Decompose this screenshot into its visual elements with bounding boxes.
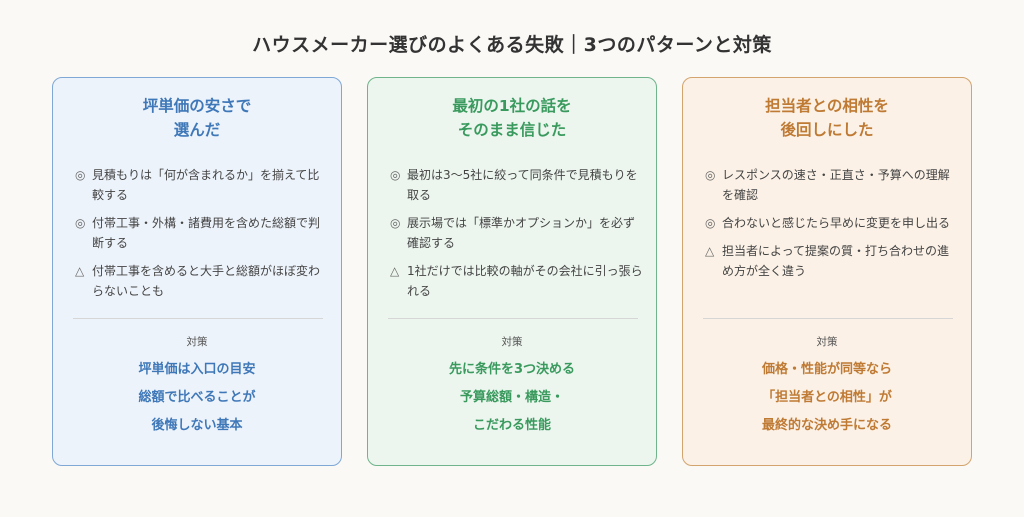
page-title: ハウスメーカー選びのよくある失敗｜3つのパターンと対策 bbox=[252, 34, 772, 56]
double-circle-icon: ◎ bbox=[75, 216, 86, 230]
divider bbox=[388, 318, 638, 319]
list-item: ◎ 展示場では「標準かオプションか」を必ず確認する bbox=[390, 213, 644, 253]
triangle-icon: △ bbox=[75, 264, 85, 278]
card-title: 担当者との相性を 後回しにした bbox=[683, 94, 971, 142]
card-title-line: 最初の1社の話を bbox=[452, 97, 572, 115]
list-item-text: 最初は3〜5社に絞って同条件で見積もりを取る bbox=[407, 168, 638, 202]
card-title: 坪単価の安さで 選んだ bbox=[53, 94, 341, 142]
list-item: △ 1社だけでは比較の軸がその会社に引っ張られる bbox=[390, 261, 644, 301]
measure-line: 「担当者との相性」が bbox=[762, 390, 892, 405]
card-title-line: 後回しにした bbox=[780, 121, 874, 139]
list-item: ◎ レスポンスの速さ・正直さ・予算への理解を確認 bbox=[705, 165, 959, 205]
list-item: ◎ 見積もりは「何が含まれるか」を揃えて比較する bbox=[75, 165, 329, 205]
list-item: ◎ 合わないと感じたら早めに変更を申し出る bbox=[705, 213, 959, 233]
divider bbox=[703, 318, 953, 319]
list-item: △ 担当者によって提案の質・打ち合わせの進め方が全く違う bbox=[705, 241, 959, 281]
card-title-line: 担当者との相性を bbox=[765, 97, 889, 115]
double-circle-icon: ◎ bbox=[390, 168, 401, 182]
list-item-text: 1社だけでは比較の軸がその会社に引っ張られる bbox=[407, 264, 643, 298]
double-circle-icon: ◎ bbox=[705, 168, 716, 182]
measure-text: 価格・性能が同等なら 「担当者との相性」が 最終的な決め手になる bbox=[683, 356, 971, 440]
measure-label: 対策 bbox=[501, 336, 523, 348]
list-item-text: レスポンスの速さ・正直さ・予算への理解を確認 bbox=[722, 168, 950, 202]
card-title-line: 坪単価の安さで bbox=[142, 97, 252, 115]
list-item-text: 付帯工事・外構・諸費用を含めた総額で判断する bbox=[92, 216, 321, 250]
measure-line: 総額で比べることが bbox=[138, 390, 256, 405]
card-title: 最初の1社の話を そのまま信じた bbox=[368, 94, 656, 142]
failure-card-first-company: 最初の1社の話を そのまま信じた ◎ 最初は3〜5社に絞って同条件で見積もりを取る… bbox=[367, 77, 657, 466]
divider bbox=[73, 318, 323, 319]
measure-line: 先に条件を3つ決める bbox=[448, 362, 576, 377]
measure-label: 対策 bbox=[816, 336, 838, 348]
failure-card-rapport: 担当者との相性を 後回しにした ◎ レスポンスの速さ・正直さ・予算への理解を確認 … bbox=[682, 77, 972, 466]
point-list: ◎ 見積もりは「何が含まれるか」を揃えて比較する ◎ 付帯工事・外構・諸費用を含めた… bbox=[75, 165, 329, 309]
list-item-text: 見積もりは「何が含まれるか」を揃えて比較する bbox=[92, 168, 320, 202]
triangle-icon: △ bbox=[705, 244, 715, 258]
measure-text: 先に条件を3つ決める 予算総額・構造・ こだわる性能 bbox=[368, 356, 656, 440]
measure-line: 価格・性能が同等なら bbox=[761, 362, 892, 377]
double-circle-icon: ◎ bbox=[390, 216, 401, 230]
list-item-text: 展示場では「標準かオプションか」を必ず確認する bbox=[407, 216, 636, 250]
measure-line: 後悔しない基本 bbox=[151, 418, 243, 433]
list-item-text: 担当者によって提案の質・打ち合わせの進め方が全く違う bbox=[722, 244, 950, 278]
measure-line: こだわる性能 bbox=[472, 418, 551, 433]
measure-line: 坪単価は入口の目安 bbox=[138, 362, 256, 377]
measure-line: 最終的な決め手になる bbox=[761, 418, 892, 433]
list-item: ◎ 最初は3〜5社に絞って同条件で見積もりを取る bbox=[390, 165, 644, 205]
list-item: ◎ 付帯工事・外構・諸費用を含めた総額で判断する bbox=[75, 213, 329, 253]
point-list: ◎ 最初は3〜5社に絞って同条件で見積もりを取る ◎ 展示場では「標準かオプションか… bbox=[390, 165, 644, 309]
failure-card-price: 坪単価の安さで 選んだ ◎ 見積もりは「何が含まれるか」を揃えて比較する ◎ 付帯工… bbox=[52, 77, 342, 466]
card-title-line: 選んだ bbox=[173, 121, 221, 139]
double-circle-icon: ◎ bbox=[705, 216, 716, 230]
list-item: △ 付帯工事を含めると大手と総額がほぼ変わらないことも bbox=[75, 261, 329, 301]
card-title-line: そのまま信じた bbox=[457, 121, 567, 139]
measure-label: 対策 bbox=[186, 336, 208, 348]
measure-text: 坪単価は入口の目安 総額で比べることが 後悔しない基本 bbox=[53, 356, 341, 440]
list-item-text: 付帯工事を含めると大手と総額がほぼ変わらないことも bbox=[92, 264, 321, 298]
double-circle-icon: ◎ bbox=[75, 168, 86, 182]
list-item-text: 合わないと感じたら早めに変更を申し出る bbox=[722, 216, 951, 230]
point-list: ◎ レスポンスの速さ・正直さ・予算への理解を確認 ◎ 合わないと感じたら早めに変更を… bbox=[705, 165, 959, 289]
triangle-icon: △ bbox=[390, 264, 400, 278]
measure-line: 予算総額・構造・ bbox=[459, 390, 564, 405]
